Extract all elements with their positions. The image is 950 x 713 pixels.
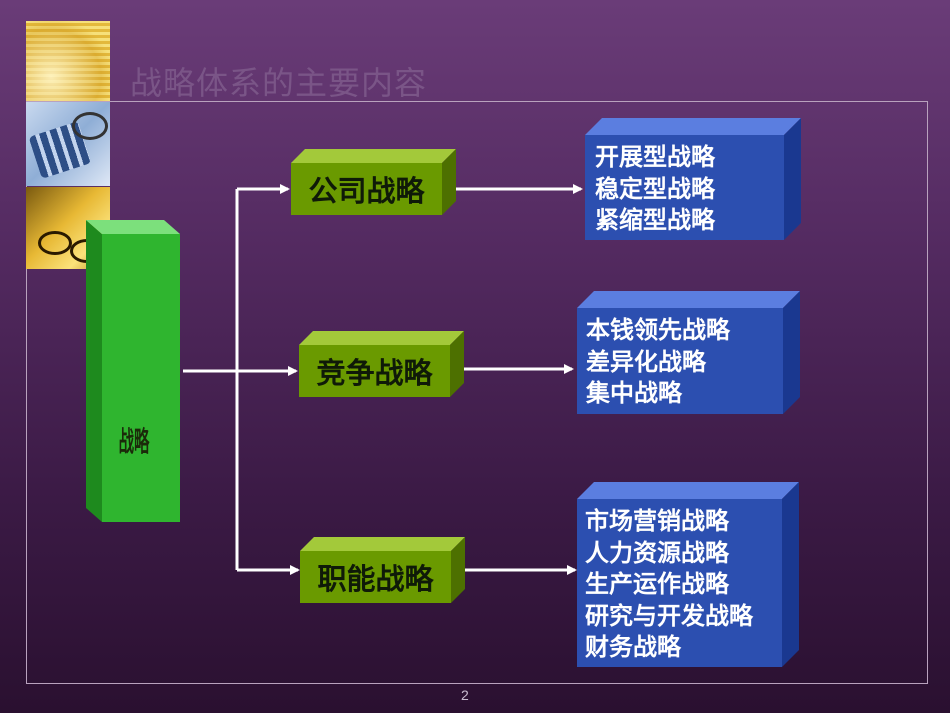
photo-calculator-image [26,102,110,186]
content-frame [26,101,928,684]
list-item: 人力资源战略 [585,538,729,567]
list-item: 开展型战略 [595,143,715,171]
branch-box-corporate: 公司战略 [291,149,456,215]
branch-label-functional: 职能战略 [317,562,434,596]
leaf-list-functional: 市场营销战略 人力资源战略 生产运作战略 研究与开发战略 财务战略 [585,506,753,664]
branch-box-functional: 职能战略 [300,537,465,603]
leaf-box-corporate: 开展型战略 稳定型战略 紧缩型战略 [585,118,801,240]
leaf-list-competitive: 本钱领先战略 差异化战略 集中战略 [586,315,730,410]
list-item: 本钱领先战略 [586,316,730,344]
list-item: 集中战略 [586,379,682,407]
photo-documents-image [26,21,110,101]
list-item: 稳定型战略 [595,174,715,203]
list-item: 市场营销战略 [585,507,729,535]
branch-box-competitive: 竞争战略 [299,331,464,397]
branch-label-competitive: 竞争战略 [316,356,433,390]
root-pillar [86,220,180,522]
leaf-box-functional: 市场营销战略 人力资源战略 生产运作战略 研究与开发战略 财务战略 [577,482,799,667]
slide-title: 战略体系的主要内容 [130,64,428,102]
leaf-box-competitive: 本钱领先战略 差异化战略 集中战略 [577,291,800,414]
list-item: 紧缩型战略 [595,206,715,234]
list-item: 差异化战略 [586,347,706,376]
branch-label-corporate: 公司战略 [308,174,425,208]
list-item: 研究与开发战略 [585,601,753,630]
root-label: 战略 [118,425,150,458]
list-item: 生产运作战略 [585,570,729,598]
page-number: 2 [461,687,469,703]
list-item: 财务战略 [585,633,681,661]
leaf-list-corporate: 开展型战略 稳定型战略 紧缩型战略 [595,142,715,237]
